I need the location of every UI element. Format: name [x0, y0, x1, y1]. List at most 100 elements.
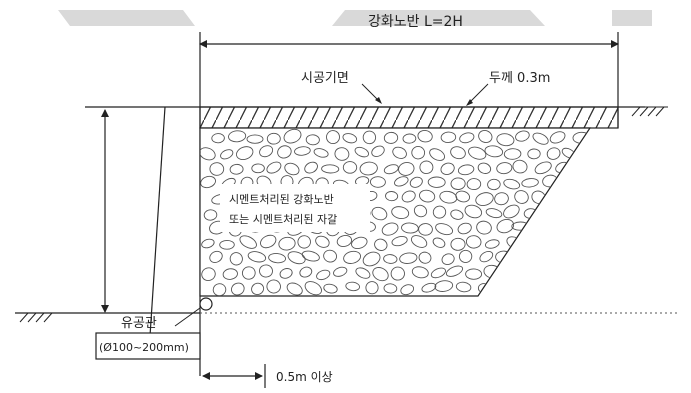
- pebble: [457, 164, 475, 176]
- pebble: [301, 250, 320, 262]
- pebble: [484, 239, 500, 249]
- pebble: [209, 250, 223, 263]
- pebble: [201, 238, 215, 249]
- pebble: [284, 162, 300, 176]
- pebble: [455, 190, 471, 203]
- pebble: [562, 206, 576, 217]
- pebble: [259, 264, 273, 278]
- pebble: [590, 190, 609, 207]
- pebble: [427, 176, 446, 188]
- pebble: [545, 206, 562, 220]
- pebble: [343, 250, 362, 264]
- pebble: [563, 265, 581, 277]
- pebble: [477, 162, 492, 174]
- pebble: [445, 265, 464, 277]
- pebble: [315, 235, 330, 248]
- pebble: [326, 130, 340, 145]
- pebble: [581, 146, 590, 157]
- header-band-left: [58, 10, 195, 26]
- fill-label-background: [220, 184, 370, 232]
- pebble: [465, 235, 482, 249]
- drain-pipe-label: 유공관: [121, 316, 157, 331]
- pebble: [383, 164, 399, 175]
- pebble: [304, 161, 318, 174]
- pebble: [229, 163, 244, 175]
- pebble: [429, 148, 446, 161]
- pebble: [503, 178, 521, 190]
- pebble: [591, 162, 606, 171]
- pebble: [321, 164, 340, 174]
- offset-label: 0.5m 이상: [276, 370, 333, 384]
- pebble: [503, 148, 522, 160]
- pebble: [241, 266, 256, 280]
- pebble: [485, 208, 503, 219]
- pebble: [247, 251, 267, 263]
- pebble: [560, 176, 576, 190]
- pebble: [297, 235, 311, 249]
- pebble: [345, 281, 361, 292]
- pebble: [266, 161, 282, 174]
- pebble: [589, 248, 609, 265]
- pebble: [336, 235, 353, 247]
- pebble: [430, 267, 446, 279]
- pebble: [333, 266, 348, 277]
- pebble: [441, 253, 455, 265]
- pebble: [531, 249, 550, 264]
- pebble: [411, 266, 429, 279]
- pebble: [587, 132, 590, 146]
- pebble: [440, 162, 455, 175]
- pebble: [362, 130, 377, 145]
- thickness-arrowhead: [466, 99, 473, 106]
- pebble: [304, 281, 322, 296]
- pebble: [496, 133, 515, 147]
- pebble: [219, 239, 235, 250]
- pebble: [450, 237, 466, 251]
- pebble: [492, 279, 510, 294]
- pebble: [417, 130, 433, 143]
- pebble: [401, 190, 416, 203]
- pebble: [342, 161, 358, 174]
- pebble: [200, 147, 216, 161]
- pebble: [323, 249, 338, 263]
- pebble: [299, 266, 313, 278]
- pebble: [450, 209, 464, 220]
- pebble: [279, 268, 293, 279]
- pebble: [305, 134, 320, 146]
- pebble: [354, 146, 369, 158]
- pebble: [402, 133, 417, 144]
- pebble: [466, 178, 482, 191]
- pebble: [581, 235, 590, 248]
- pebble: [371, 206, 388, 221]
- pebble: [266, 132, 281, 145]
- pebble: [468, 146, 487, 160]
- pebble: [581, 208, 590, 219]
- pebble: [400, 284, 415, 296]
- pebble: [521, 178, 539, 188]
- pebble: [228, 130, 247, 143]
- pebble: [392, 146, 407, 159]
- pebble: [266, 279, 281, 294]
- pebble: [458, 249, 473, 263]
- pebble: [494, 192, 509, 206]
- pebble: [246, 134, 264, 144]
- pebble: [421, 282, 437, 293]
- pebble: [294, 146, 311, 156]
- pebble: [362, 251, 381, 267]
- pebble: [569, 160, 588, 174]
- pebble: [313, 148, 329, 158]
- pebble: [390, 266, 405, 281]
- pebble: [450, 146, 466, 160]
- pebble: [351, 236, 368, 249]
- pebble: [383, 131, 399, 144]
- pebble: [371, 145, 385, 158]
- pebble: [383, 283, 398, 294]
- pebble: [582, 175, 590, 190]
- pebble: [551, 222, 567, 235]
- pebble: [568, 224, 585, 235]
- drain-pipe-symbol: [199, 297, 213, 311]
- pebble: [549, 131, 566, 144]
- pebble: [573, 252, 588, 265]
- pebble: [411, 146, 426, 160]
- pebble: [553, 190, 569, 204]
- pebble: [418, 223, 433, 236]
